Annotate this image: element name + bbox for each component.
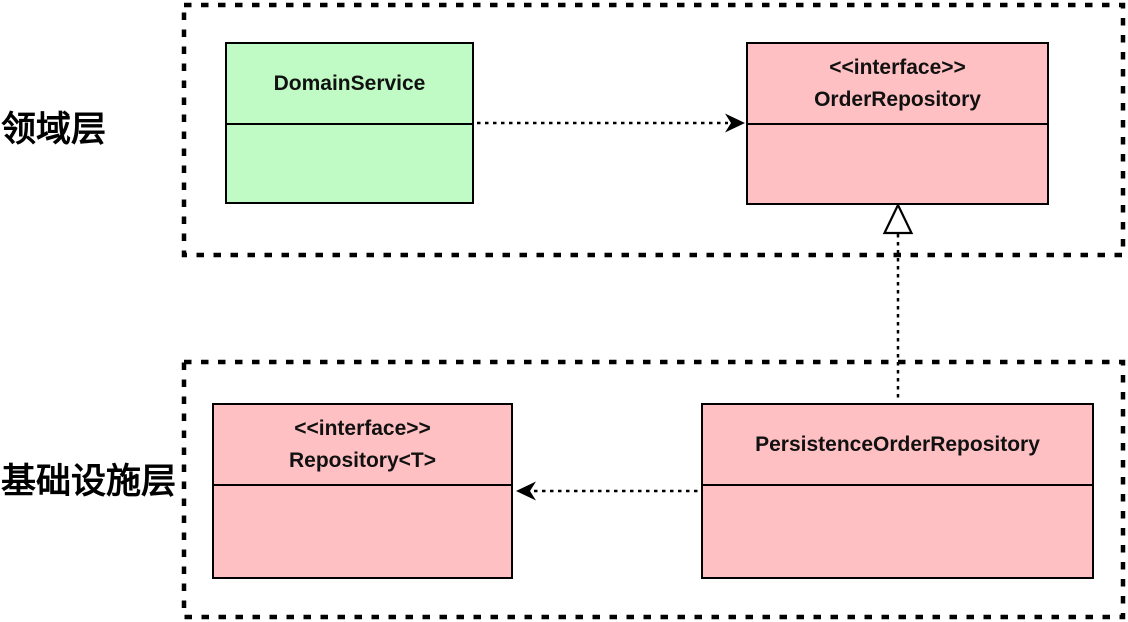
class-box-persistenceorderrepository: PersistenceOrderRepository — [701, 403, 1094, 579]
class-body-compartment — [214, 486, 511, 577]
realization-hollow-triangle-icon — [882, 202, 914, 235]
class-name: DomainService — [273, 71, 426, 95]
dependency-arrowhead-left-icon — [516, 481, 536, 501]
class-title-compartment: PersistenceOrderRepository — [703, 405, 1092, 486]
class-stereotype: <<interface>> — [294, 416, 431, 440]
class-body-compartment — [703, 486, 1092, 577]
class-body-compartment — [227, 125, 472, 202]
class-box-orderrepository: <<interface>> OrderRepository — [746, 42, 1049, 205]
class-title-compartment: <<interface>> Repository<T> — [214, 405, 511, 486]
class-stereotype: <<interface>> — [829, 55, 966, 79]
class-box-repository-t: <<interface>> Repository<T> — [212, 403, 513, 579]
class-name: OrderRepository — [814, 87, 981, 111]
class-title-compartment: DomainService — [227, 44, 472, 125]
class-body-compartment — [748, 125, 1047, 203]
class-name: PersistenceOrderRepository — [755, 432, 1040, 456]
class-box-domainservice: DomainService — [225, 42, 474, 204]
infrastructure-layer-label: 基础设施层 — [1, 462, 177, 501]
class-title-compartment: <<interface>> OrderRepository — [748, 44, 1047, 125]
dependency-arrowhead-right-icon — [725, 113, 745, 133]
class-name: Repository<T> — [288, 448, 437, 472]
domain-layer-label: 领域层 — [1, 110, 107, 149]
